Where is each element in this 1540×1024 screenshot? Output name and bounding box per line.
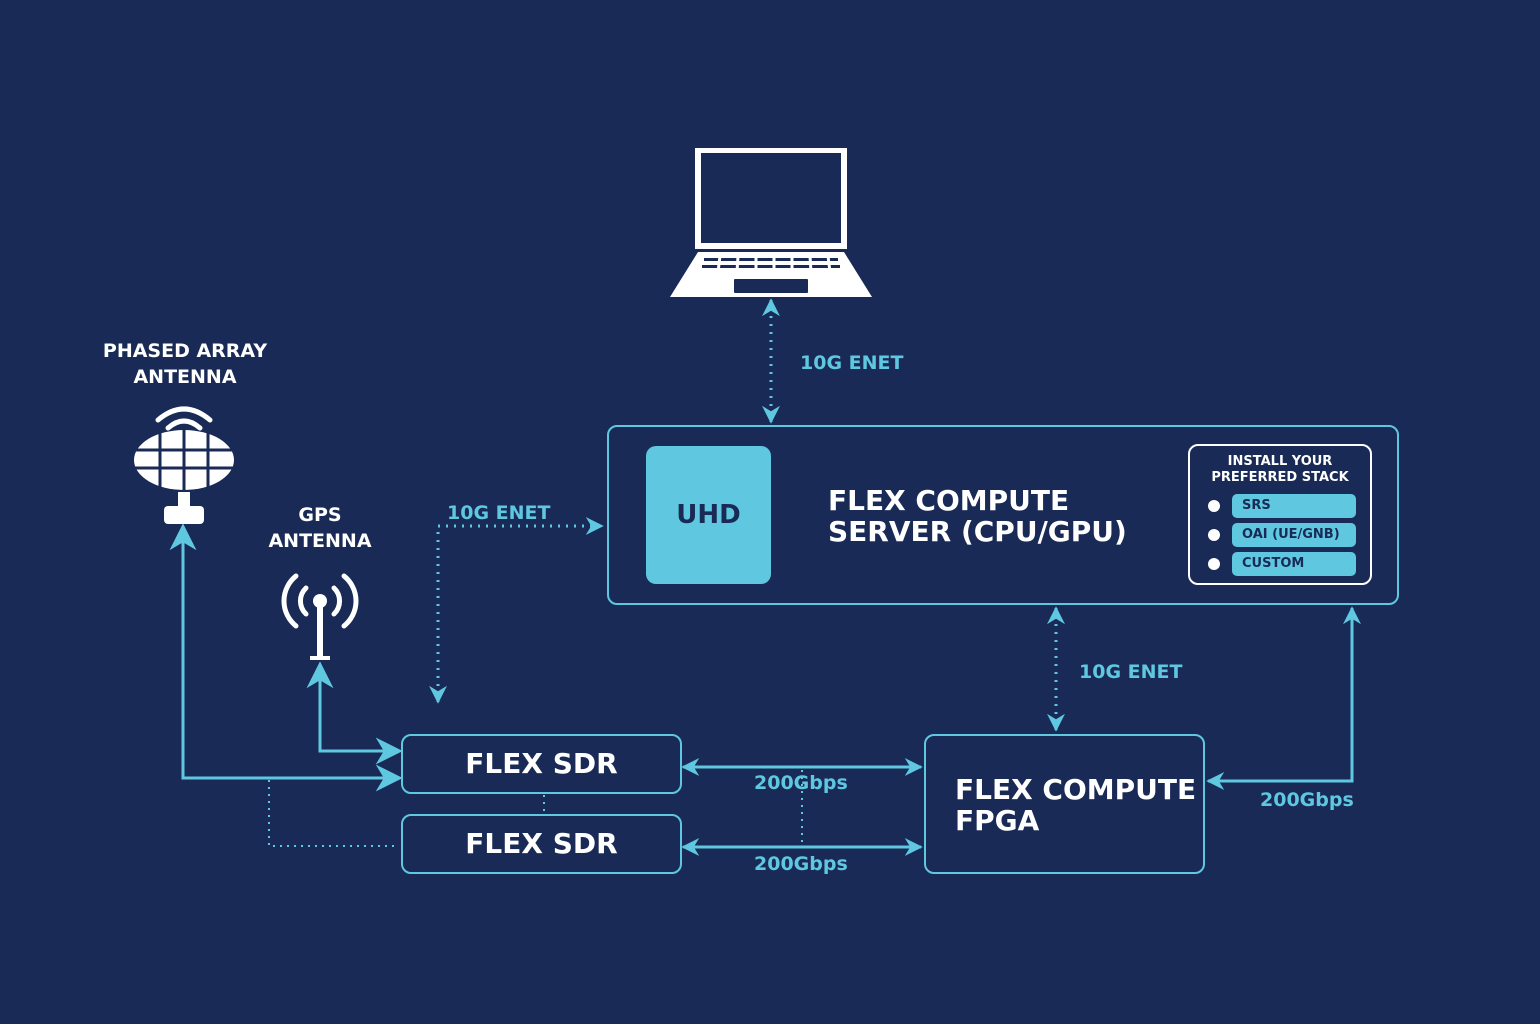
link-label-fpga-server: 200Gbps (1260, 789, 1354, 811)
server-title-line1: FLEX COMPUTE (828, 484, 1070, 517)
stack-title-line2: PREFERRED STACK (1211, 470, 1349, 486)
gps-label-line2: ANTENNA (268, 529, 372, 552)
flex-sdr-bottom-label: FLEX SDR (465, 826, 618, 860)
uhd-block: UHD (646, 446, 771, 584)
link-sdr-server (429, 517, 604, 704)
phased-array-antenna-icon (134, 406, 234, 524)
phased-array-label-line1: PHASED ARRAY (102, 340, 268, 362)
link-label-sdr-server: 10G ENET (447, 502, 551, 524)
link-label-sdr-bottom-fpga: 200Gbps (754, 853, 848, 875)
flex-sdr-top-label: FLEX SDR (465, 746, 618, 780)
gps-label: GPS ANTENNA (250, 503, 390, 554)
flex-sdr-top-box: FLEX SDR (401, 734, 682, 794)
phased-array-label-line2: ANTENNA (133, 365, 237, 388)
stack-option-oai[interactable]: OAI (UE/GNB) (1202, 523, 1362, 547)
stack-option-label: SRS (1232, 494, 1356, 518)
stack-selector: INSTALL YOUR PREFERRED STACK SRS OAI (UE… (1188, 444, 1372, 585)
fpga-title-line1: FLEX COMPUTE (955, 773, 1197, 806)
stack-option-srs[interactable]: SRS (1202, 494, 1362, 518)
link-gps-sdr (306, 661, 403, 765)
gps-label-line1: GPS (298, 504, 342, 526)
phased-array-label: PHASED ARRAY ANTENNA (85, 339, 285, 390)
link-label-server-fpga: 10G ENET (1079, 661, 1183, 683)
radio-dot-icon (1208, 500, 1220, 512)
server-title-line2: SERVER (CPU/GPU) (828, 514, 1127, 548)
link-label-sdr-top-fpga: 200Gbps (754, 772, 848, 794)
uhd-label: UHD (676, 500, 741, 530)
stack-option-label: OAI (UE/GNB) (1232, 523, 1356, 547)
stack-title-line1: INSTALL YOUR (1227, 454, 1333, 469)
stack-option-label: CUSTOM (1232, 552, 1356, 576)
stack-option-custom[interactable]: CUSTOM (1202, 552, 1362, 576)
gps-antenna-icon (281, 573, 359, 660)
flex-sdr-bottom-box: FLEX SDR (401, 814, 682, 874)
fpga-title-line2: FPGA (955, 803, 1040, 837)
laptop-icon (670, 148, 872, 297)
link-phased-array-sdr (169, 523, 403, 792)
sync-line-left (268, 780, 398, 847)
link-fpga-server (1206, 606, 1361, 790)
flex-compute-server-box (607, 425, 1399, 605)
flex-compute-fpga-box (924, 734, 1205, 874)
radio-dot-icon (1208, 529, 1220, 541)
server-title: FLEX COMPUTE SERVER (CPU/GPU) (828, 484, 1127, 548)
stack-title: INSTALL YOUR PREFERRED STACK (1190, 454, 1370, 487)
radio-dot-icon (1208, 558, 1220, 570)
fpga-title: FLEX COMPUTE FPGA (955, 773, 1197, 837)
link-label-laptop-server: 10G ENET (800, 352, 904, 374)
